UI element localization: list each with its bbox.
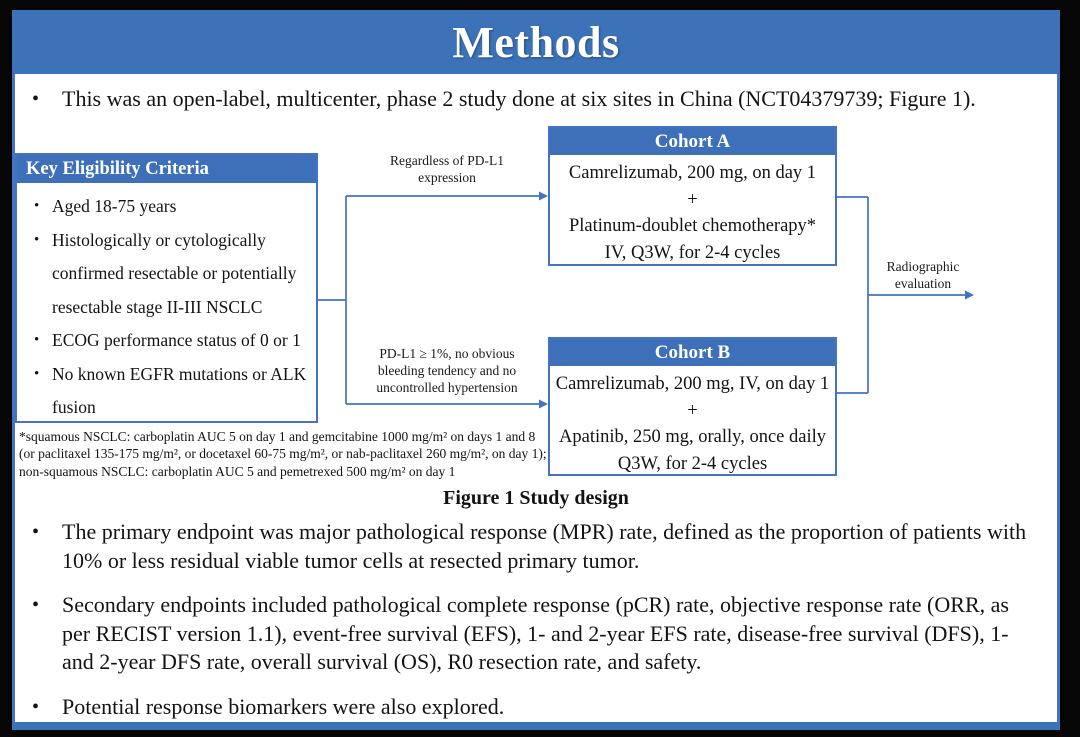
cohort-a-header: Cohort A <box>550 128 835 155</box>
figure-caption: Figure 1 Study design <box>443 487 629 509</box>
bullet-secondary-endpoints: • Secondary endpoints included pathologi… <box>32 591 1044 677</box>
eligibility-item: • No known EGFR mutations or ALK fusion <box>17 358 312 425</box>
intro-text: This was an open-label, multicenter, pha… <box>62 86 976 111</box>
bullet-marker: • <box>34 365 40 382</box>
bullet-marker: • <box>34 231 40 248</box>
radiographic-evaluation-label: Radiographic evaluation <box>886 259 960 291</box>
title-bar: Methods <box>12 10 1060 74</box>
cohort-b-line: Apatinib, 250 mg, orally, once daily <box>559 427 826 447</box>
branch-label-cohort-a: Regardless of PD-L1 expression <box>390 153 504 185</box>
cohort-b-header: Cohort B <box>550 339 835 366</box>
eligibility-list: • Aged 18-75 years • Histologically or c… <box>17 183 316 425</box>
bullet-primary-endpoint: • The primary endpoint was major patholo… <box>32 518 1044 575</box>
eligibility-item: • Histologically or cytologically confir… <box>17 224 312 325</box>
methods-slide: Methods • This was an open-label, multic… <box>12 10 1060 730</box>
eligibility-item: • ECOG performance status of 0 or 1 <box>17 324 312 358</box>
branch-label-cohort-b: PD-L1 ≥ 1%, no obvious bleeding tendency… <box>376 346 518 395</box>
bullet-marker: • <box>34 198 40 214</box>
bullet-marker: • <box>32 695 40 718</box>
eligibility-box: Key Eligibility Criteria • Aged 18-75 ye… <box>15 153 318 423</box>
bullet-marker: • <box>34 332 40 348</box>
bullet-marker: • <box>32 594 40 616</box>
cohort-a-line: Camrelizumab, 200 mg, on day 1 <box>568 163 817 183</box>
eligibility-header: Key Eligibility Criteria <box>17 155 316 183</box>
plus-sign: + <box>687 189 698 210</box>
cohort-a-body: Camrelizumab, 200 mg, on day 1 + Platinu… <box>550 155 835 266</box>
chemotherapy-footnote: *squamous NSCLC: carboplatin AUC 5 on da… <box>19 429 547 479</box>
bullet-biomarkers: • Potential response biomarkers were als… <box>32 693 1044 722</box>
cohort-a-line: Platinum-doublet chemotherapy* <box>568 216 817 236</box>
cohort-b-box: Cohort B Camrelizumab, 200 mg, IV, on da… <box>548 337 837 476</box>
eligibility-item: • Aged 18-75 years <box>17 190 312 224</box>
endpoint-bullets: • The primary endpoint was major patholo… <box>32 518 1044 737</box>
bullet-marker: • <box>32 521 40 543</box>
page-title: Methods <box>452 17 620 67</box>
cohort-b-line: Q3W, for 2-4 cycles <box>617 453 768 474</box>
cohort-a-box: Cohort A Camrelizumab, 200 mg, on day 1 … <box>548 126 837 266</box>
arrowhead-cohort-a <box>539 191 548 201</box>
arrowhead-cohort-b <box>539 399 548 409</box>
cohort-b-line: Camrelizumab, 200 mg, IV, on day 1 <box>555 374 830 394</box>
cohort-b-body: Camrelizumab, 200 mg, IV, on day 1 + Apa… <box>550 366 835 477</box>
plus-sign: + <box>687 400 698 421</box>
intro-bullet: • This was an open-label, multicenter, p… <box>32 84 1042 114</box>
cohort-a-line: IV, Q3W, for 2-4 cycles <box>604 242 781 263</box>
bullet-marker: • <box>32 88 40 110</box>
